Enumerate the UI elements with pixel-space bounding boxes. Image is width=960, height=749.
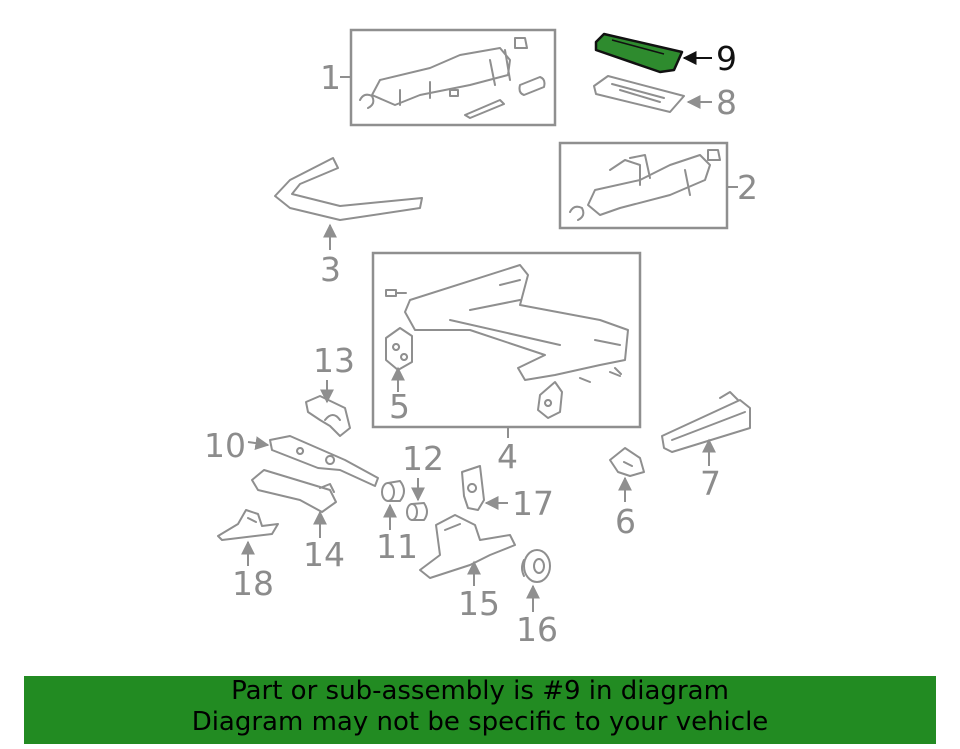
- part-2-group: 2: [558, 141, 758, 230]
- part-1-hardware: [449, 76, 546, 119]
- part-14-group: 14: [251, 469, 345, 574]
- callout-13: 13: [313, 341, 355, 380]
- part-16-drawing: [523, 549, 551, 583]
- part-1-drawing: [359, 37, 528, 109]
- part-7-drawing: [661, 391, 751, 453]
- part-10-drawing: [269, 435, 379, 487]
- part-18-drawing: [217, 509, 279, 541]
- part-8-drawing: [593, 75, 685, 113]
- part-15-group: 15: [419, 514, 516, 623]
- callout-7: 7: [700, 464, 721, 503]
- part-5-group: 5: [385, 327, 413, 426]
- part-16-group: 16: [516, 549, 558, 649]
- part-13-group: 13: [305, 341, 355, 437]
- callout-17: 17: [512, 484, 554, 523]
- part-2-drawing: [569, 149, 721, 221]
- part-12-group: 12: [402, 439, 444, 521]
- part-11-group: 11: [376, 480, 418, 566]
- part-4-group: 4: [371, 251, 642, 476]
- part-6-drawing: [609, 447, 645, 477]
- part-4-bracket: [537, 381, 563, 419]
- callout-14: 14: [303, 535, 345, 574]
- part-12-drawing: [406, 503, 418, 521]
- callout-1: 1: [320, 58, 341, 97]
- part-14-drawing: [251, 469, 337, 513]
- part-18-group: 18: [217, 509, 279, 603]
- callout-15: 15: [458, 584, 500, 623]
- callout-12: 12: [402, 439, 444, 478]
- banner-line-1: Part or sub-assembly is #9 in diagram: [231, 676, 729, 706]
- part-3-group: 3: [274, 157, 423, 289]
- callout-4: 4: [497, 437, 518, 476]
- callout-5: 5: [389, 387, 410, 426]
- part-17-drawing: [461, 465, 485, 511]
- part-3-drawing: [274, 157, 423, 221]
- part-5-drawing: [385, 327, 413, 371]
- part-1-box: [349, 28, 557, 127]
- callout-3: 3: [320, 250, 341, 289]
- part-4-frame: [404, 264, 629, 381]
- banner-line-2: Diagram may not be specific to your vehi…: [191, 707, 769, 737]
- callout-8: 8: [716, 83, 737, 122]
- part-11-drawing: [381, 482, 395, 502]
- part-9-drawing: [594, 32, 684, 74]
- callout-11: 11: [376, 527, 418, 566]
- part-17-group: 17: [461, 465, 554, 523]
- notice-banner: Part or sub-assembly is #9 in diagram Di…: [24, 676, 936, 744]
- callout-18: 18: [232, 564, 274, 603]
- callout-6: 6: [615, 502, 636, 541]
- part-8-group: 8: [593, 75, 737, 122]
- part-15-drawing: [419, 514, 516, 579]
- part-6-group: 6: [609, 447, 645, 541]
- part-4-bolts: [385, 289, 622, 383]
- part-4-box: [371, 251, 642, 429]
- callout-16: 16: [516, 610, 558, 649]
- callout-2: 2: [737, 168, 758, 207]
- part-7-group: 7: [661, 391, 751, 503]
- part-10-group: 10: [204, 426, 379, 487]
- part-9-group: 9: [594, 32, 737, 78]
- part-2-box: [558, 141, 729, 230]
- part-1-group: 1: [320, 28, 557, 127]
- callout-10: 10: [204, 426, 246, 465]
- callout-9: 9: [716, 39, 737, 78]
